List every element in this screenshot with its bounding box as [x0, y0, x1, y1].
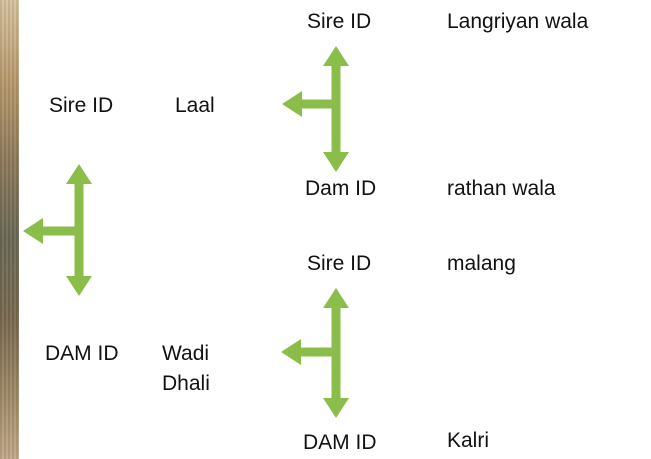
arrow-head-up [323, 288, 349, 308]
sire-parents-sire-value: Langriyan wala [447, 10, 589, 33]
root-sire-value: Laal [175, 94, 215, 117]
root-dam-value-line2: Dhali [162, 372, 210, 395]
dam-parents-dam-value: Kalri [447, 429, 490, 452]
arrow-dam-parents [281, 288, 349, 418]
arrow-group [23, 46, 349, 418]
arrow-head-left [281, 339, 301, 365]
arrow-head-down [66, 276, 92, 296]
arrow-arm [300, 347, 336, 357]
dam-parents-dam-label: DAM ID [303, 431, 377, 454]
arrow-arm [42, 226, 79, 236]
arrow-head-up [66, 164, 92, 184]
arrow-head-left [23, 218, 43, 244]
dam-parents-sire-label: Sire ID [307, 252, 372, 275]
root-dam-value-line1: Wadi [162, 342, 210, 365]
arrow-head-down [323, 398, 349, 418]
dam-parents-sire-value: malang [447, 252, 516, 275]
arrow-arm [301, 99, 336, 109]
arrow-head-left [282, 91, 302, 117]
background-photo-strip [0, 0, 19, 459]
arrow-head-up [323, 46, 349, 66]
sire-parents-dam-label: Dam ID [305, 177, 377, 200]
sire-parents-sire-label: Sire ID [307, 10, 372, 33]
root-sire-label: Sire ID [49, 94, 114, 117]
arrow-shaft [331, 65, 341, 153]
arrow-sire-parents [282, 46, 349, 172]
arrow-root [23, 164, 92, 296]
sire-parents-dam-value: rathan wala [447, 177, 556, 200]
root-dam-label: DAM ID [45, 342, 119, 365]
arrow-head-down [323, 152, 349, 172]
